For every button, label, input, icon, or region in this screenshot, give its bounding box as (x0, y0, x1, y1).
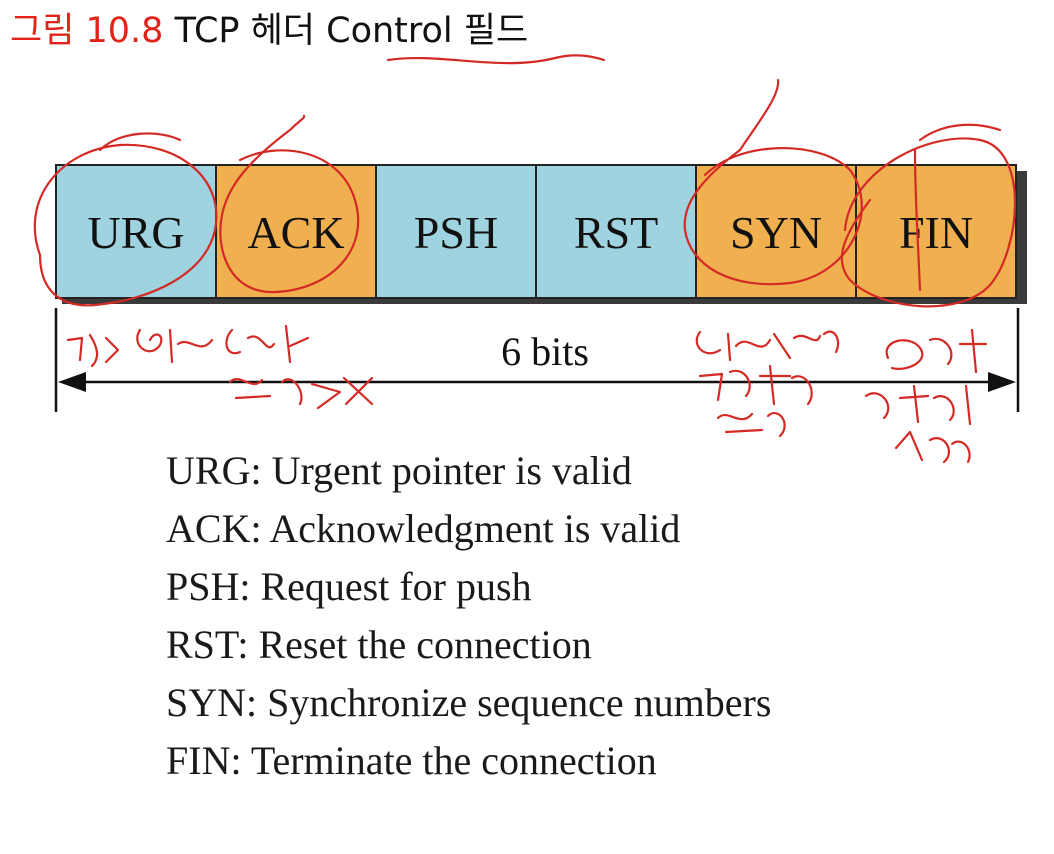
legend-item-ack: ACK: Acknowledgment is valid (166, 506, 681, 551)
legend-item-syn: SYN: Synchronize sequence numbers (166, 680, 772, 725)
field-box-psh (375, 164, 537, 299)
note-fin-line1 (885, 328, 988, 374)
figure-title: 그림 10.8 TCP 헤더 Control 필드 (10, 14, 528, 49)
field-label-rst: RST (574, 207, 658, 258)
legend-item-psh: PSH: Request for push (166, 564, 532, 609)
arrowhead-left (58, 372, 86, 392)
note-fin-line2 (864, 384, 972, 426)
note-connection-line3 (716, 412, 786, 438)
handwritten-annotations (33, 54, 1016, 464)
control-field-row: URG ACK PSH RST SYN FIN (55, 164, 1017, 299)
legend-item-rst: RST: Reset the connection (166, 622, 592, 667)
note-connection-line1 (695, 330, 840, 362)
field-label-ack: ACK (247, 207, 344, 258)
arrowhead-right (988, 372, 1016, 392)
legend-item-fin: FIN: Terminate the connection (166, 738, 657, 783)
dimension-label-bg (474, 330, 614, 374)
field-label-syn: SYN (730, 207, 822, 258)
urg-circle (33, 132, 218, 307)
width-label: 6 bits (501, 329, 589, 374)
note-fin-line3 (894, 430, 971, 464)
ack-circle (219, 114, 360, 294)
syn-circle (683, 78, 863, 286)
fin-circle (840, 123, 1016, 308)
width-dimension: 6 bits (54, 308, 1020, 412)
field-label-urg: URG (87, 207, 184, 258)
field-box-rst (535, 164, 697, 299)
figure-number: 그림 10.8 (10, 11, 164, 51)
title-strike-scribble (386, 54, 606, 65)
field-label-fin: FIN (899, 207, 973, 258)
legend-item-urg: URG: Urgent pointer is valid (166, 448, 632, 493)
figure-caption: TCP 헤더 Control 필드 (174, 11, 529, 51)
field-box-fin (855, 164, 1017, 299)
field-label-psh: PSH (414, 207, 498, 258)
note-connection-line2 (698, 364, 813, 406)
flag-legend: URG: Urgent pointer is valid ACK: Acknow… (166, 442, 771, 790)
note-urgent-ack (66, 324, 310, 368)
note-ack-confirm (228, 376, 374, 410)
